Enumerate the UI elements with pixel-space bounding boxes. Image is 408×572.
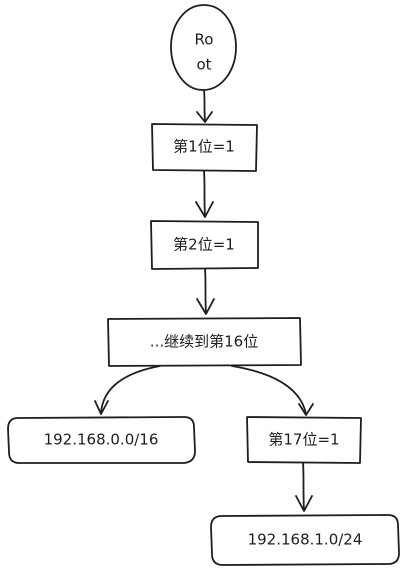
node-root-label-line1: Ro bbox=[195, 31, 214, 49]
node-bit17-label: 第17位=1 bbox=[268, 431, 339, 449]
node-bit2-label: 第2位=1 bbox=[173, 236, 235, 254]
edge-bit1-bit2 bbox=[195, 170, 214, 218]
node-bit17: 第17位=1 bbox=[246, 416, 362, 464]
node-prefix16-label: 192.168.0.0/16 bbox=[44, 431, 159, 449]
node-bit1-label: 第1位=1 bbox=[173, 138, 235, 156]
node-prefix24: 192.168.1.0/24 bbox=[210, 514, 400, 566]
node-continue: ...继续到第16位 bbox=[107, 317, 302, 367]
edge-bit17-prefix24 bbox=[295, 461, 313, 512]
edge-root-bit1 bbox=[196, 88, 213, 123]
edges bbox=[94, 88, 314, 512]
node-bit2: 第2位=1 bbox=[150, 220, 259, 270]
edge-bit2-continue bbox=[196, 267, 215, 315]
edge-continue-bit17 bbox=[231, 365, 314, 416]
node-root: Ro ot bbox=[170, 4, 237, 91]
node-prefix16: 192.168.0.0/16 bbox=[7, 416, 196, 464]
node-prefix24-label: 192.168.1.0/24 bbox=[248, 531, 363, 549]
node-root-label-line2: ot bbox=[196, 56, 211, 74]
node-bit1: 第1位=1 bbox=[151, 123, 258, 172]
edge-continue-prefix16 bbox=[94, 365, 161, 415]
node-continue-label: ...继续到第16位 bbox=[150, 333, 258, 351]
